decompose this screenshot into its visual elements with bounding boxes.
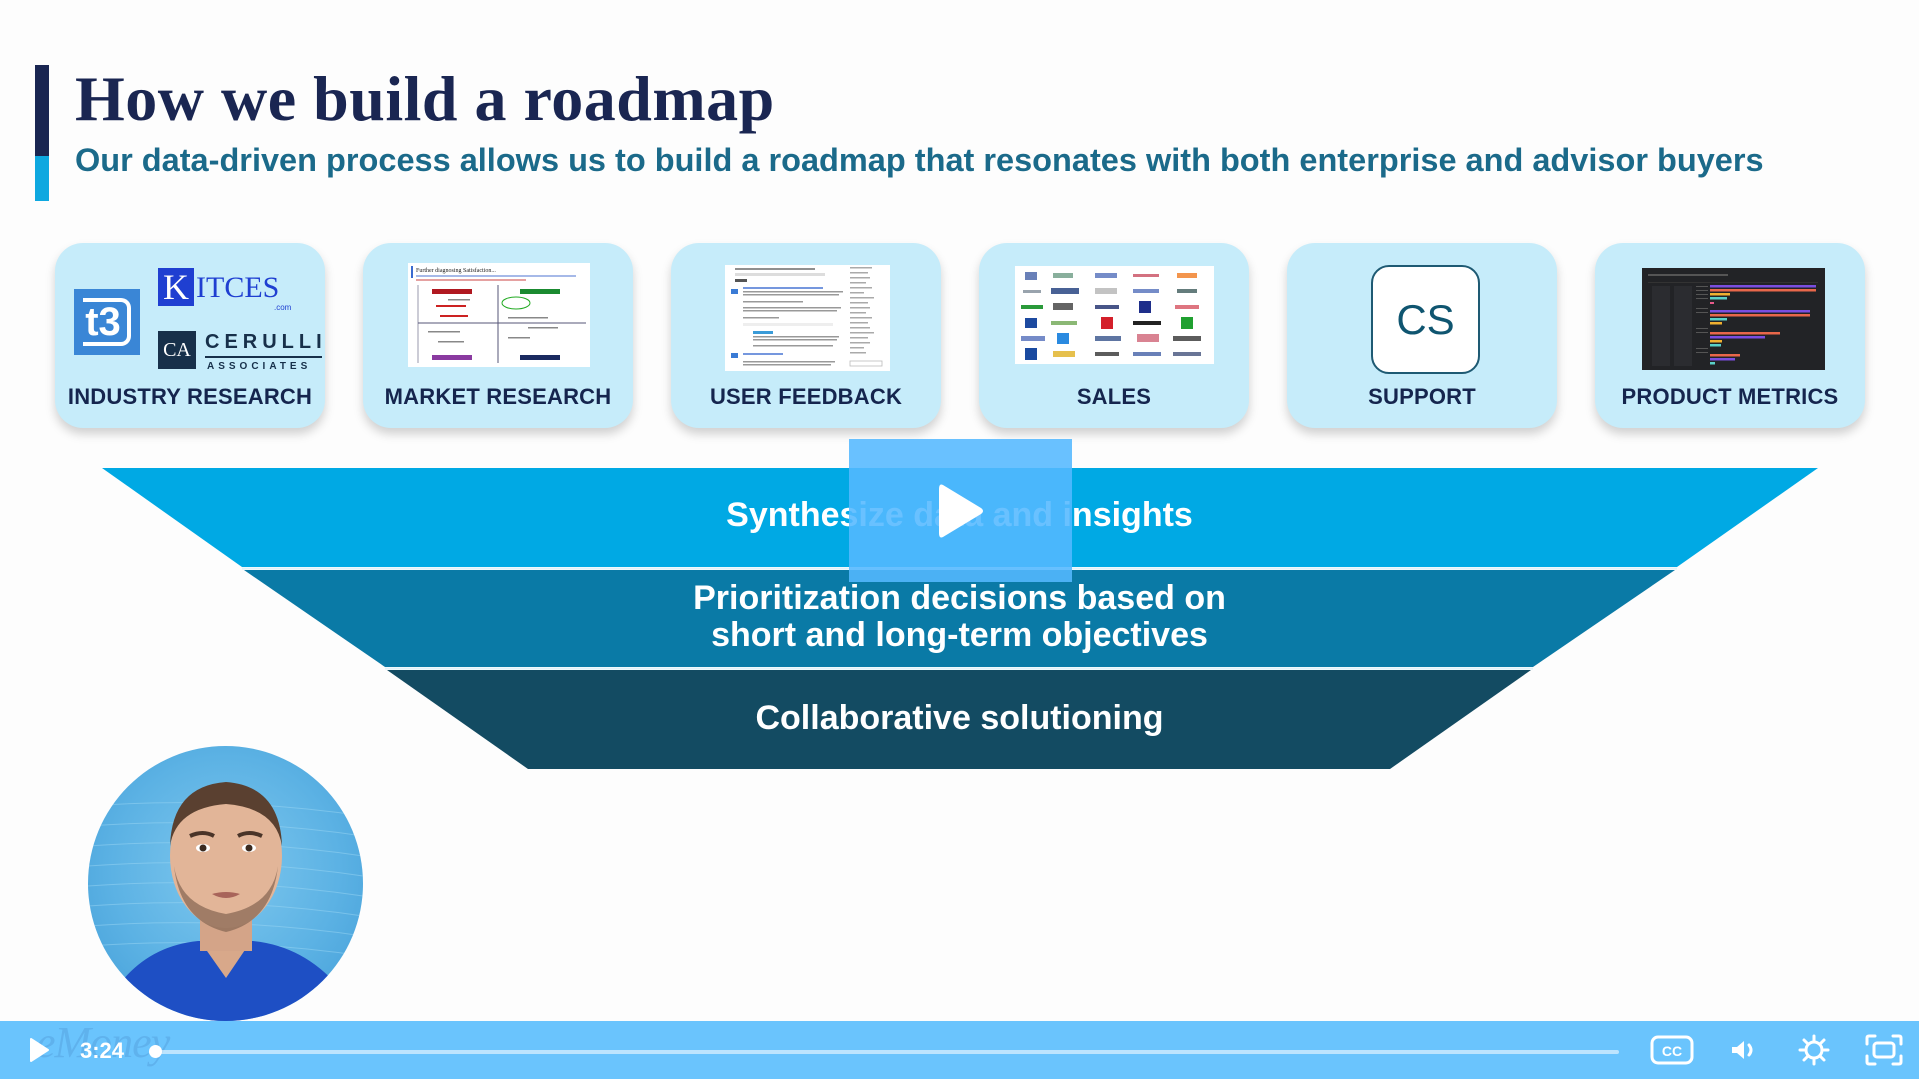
big-play-button[interactable] [849, 439, 1072, 582]
bar-chart-thumbnail [1648, 274, 1818, 366]
funnel-level-3-text: Collaborative solutioning [755, 699, 1164, 737]
volume-icon [1732, 1041, 1753, 1059]
presenter-avatar [88, 782, 363, 1021]
progress-track[interactable] [156, 1050, 1619, 1054]
play-icon [30, 1038, 49, 1062]
volume-button[interactable] [1727, 1035, 1761, 1065]
kitces-text: ITCES [196, 271, 280, 304]
slide-subtitle: Our data-driven process allows us to bui… [75, 142, 1764, 178]
card-product-metrics: PRODUCT METRICS [1595, 243, 1865, 428]
client-logos-thumbnail [1015, 266, 1214, 364]
t3-logo: t3 [74, 289, 140, 355]
current-time: 3:24 [80, 1038, 125, 1063]
card-market-research: Further diagnosing Satisfaction... [363, 243, 633, 428]
card-label: PRODUCT METRICS [1621, 384, 1839, 409]
kitces-k: K [158, 267, 194, 307]
funnel-level-2-text-line1: Prioritization decisions based on [693, 579, 1226, 617]
settings-button[interactable] [1797, 1033, 1831, 1067]
kitces-logo: K ITCES .com [158, 266, 291, 312]
svg-text:CC: CC [1662, 1043, 1682, 1059]
fullscreen-button[interactable] [1864, 1032, 1904, 1068]
cerulli-text: CERULLI [205, 331, 327, 353]
funnel-level-2-text-line2: short and long-term objectives [711, 616, 1208, 654]
cerulli-divider [205, 356, 322, 358]
presenter-video [88, 746, 363, 1021]
svg-text:Further diagnosing Satisfactio: Further diagnosing Satisfaction... [416, 267, 496, 274]
client-logo-grid [1021, 272, 1201, 360]
card-support: CS SUPPORT [1287, 243, 1557, 428]
card-label: SALES [1076, 384, 1152, 409]
emoney-watermark: eMoney [36, 1018, 170, 1067]
card-label: USER FEEDBACK [709, 384, 903, 409]
title-accent-bar-navy [35, 65, 49, 156]
progress-scrubber-handle[interactable] [149, 1045, 162, 1058]
fullscreen-icon [1865, 1034, 1903, 1066]
gear-icon [1798, 1034, 1830, 1066]
play-button[interactable] [24, 1035, 54, 1065]
card-industry-research: t3 K ITCES .com CA CERULLI ASSOCIATES IN… [55, 243, 325, 428]
associates-text: ASSOCIATES [207, 361, 312, 372]
card-label: SUPPORT [1368, 384, 1476, 409]
card-label: MARKET RESEARCH [384, 384, 612, 409]
card-label: INDUSTRY RESEARCH [67, 384, 313, 409]
product-metrics-thumbnail [1642, 268, 1825, 370]
card-user-feedback: USER FEEDBACK [671, 243, 941, 428]
title-accent-bar-cyan [35, 156, 49, 201]
funnel-level-2 [244, 570, 1675, 667]
captions-button[interactable]: CC [1649, 1034, 1695, 1066]
video-control-bar: eMoney 3:24 CC [0, 1018, 1919, 1079]
cerulli-ca-logo: CA [158, 331, 196, 369]
forum-screenshot-thumbnail [731, 267, 883, 367]
quadrant-chart-thumbnail: Further diagnosing Satisfaction... [411, 266, 586, 363]
funnel-level-3 [387, 670, 1531, 769]
kitces-com: .com [274, 303, 292, 312]
card-sales: SALES [979, 243, 1249, 428]
slide-title: How we build a roadmap [75, 63, 775, 134]
play-icon [938, 484, 983, 537]
market-research-thumbnail: Further diagnosing Satisfaction... [408, 263, 590, 367]
user-feedback-thumbnail [725, 265, 890, 371]
customer-support-icon: CS [1371, 265, 1480, 374]
closed-captions-icon: CC [1650, 1035, 1694, 1065]
